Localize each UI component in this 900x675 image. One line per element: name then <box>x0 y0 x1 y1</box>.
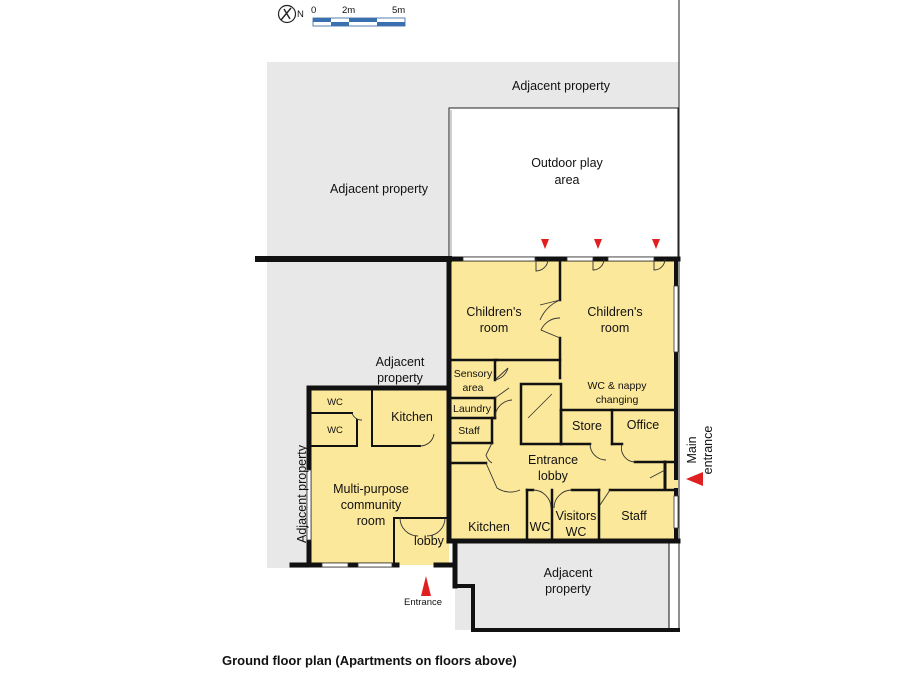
room-fills <box>309 258 678 565</box>
plan-title: Ground floor plan (Apartments on floors … <box>222 653 517 668</box>
visitors-wc-label-1: Visitors <box>556 509 597 523</box>
outdoor-door-arrow-3 <box>652 239 660 249</box>
outdoor-label-2: area <box>554 173 579 187</box>
windows <box>306 256 679 568</box>
door-swings <box>351 258 666 537</box>
outdoor-play-area <box>448 107 679 259</box>
outdoor-door-arrow-2 <box>594 239 602 249</box>
adjacent-vertical-area <box>267 388 309 568</box>
community-entrance-label: Entrance <box>404 597 442 608</box>
outdoor-door-arrow-1 <box>541 239 549 249</box>
staff-main-label: Staff <box>621 509 647 523</box>
kitchen-community-label: Kitchen <box>391 410 433 424</box>
adjacent-vertical-label: Adjacent property <box>295 444 309 543</box>
sensory-label-1: Sensory <box>454 368 493 380</box>
wc-bottom-label: WC <box>327 425 343 436</box>
childrens-room-1-label-1: Children's <box>466 305 521 319</box>
wc-top-label: WC <box>327 397 343 408</box>
wc-main-label: WC <box>530 520 551 534</box>
labels: Adjacent property Adjacent property Adja… <box>222 79 715 668</box>
adjacent-areas <box>267 62 679 630</box>
wc-nappy-label-2: changing <box>596 394 639 406</box>
childrens-room-1-label-2: room <box>480 321 508 335</box>
scale-bar: 0 2m 5m <box>311 5 406 27</box>
north-arrow-icon: N <box>277 4 304 24</box>
adjacent-top-label: Adjacent property <box>512 79 611 93</box>
entrance-lobby-label-2: lobby <box>538 469 569 483</box>
main-entrance-arrow <box>686 472 703 486</box>
visitors-wc-label-2: WC <box>566 525 587 539</box>
door-markers <box>421 239 703 596</box>
adjacent-left-label: Adjacent property <box>330 182 429 196</box>
scale-label-0: 0 <box>311 5 316 16</box>
main-entrance-label-1: Main <box>685 436 699 463</box>
scale-label-5m: 5m <box>392 5 405 16</box>
outdoor-label-1: Outdoor play <box>531 156 603 170</box>
sensory-label-2: area <box>462 382 483 394</box>
multipurpose-label-1: Multi-purpose <box>333 482 409 496</box>
adjacent-middle-label-2: property <box>377 371 424 385</box>
adjacent-middle-label-1: Adjacent <box>376 355 425 369</box>
adjacent-bottom-label-1: Adjacent <box>544 566 593 580</box>
adjacent-bottom-label-2: property <box>545 582 592 596</box>
multipurpose-label-3: room <box>357 514 385 528</box>
store-label: Store <box>572 419 602 433</box>
childrens-room-2-label-2: room <box>601 321 629 335</box>
multipurpose-label-2: community <box>341 498 402 512</box>
community-entrance-arrow <box>421 576 431 596</box>
kitchen-main-label: Kitchen <box>468 520 510 534</box>
adjacent-middle-area <box>267 258 449 388</box>
adjacent-bottom-area <box>455 541 669 630</box>
community-lobby-label: lobby <box>414 534 445 548</box>
childrens-room-2-label-1: Children's <box>587 305 642 319</box>
wc-nappy-label-1: WC & nappy <box>588 380 648 392</box>
laundry-label: Laundry <box>453 403 492 415</box>
entrance-lobby-label-1: Entrance <box>528 453 578 467</box>
scale-label-2m: 2m <box>342 5 355 16</box>
main-entrance-label-2: entrance <box>701 426 715 475</box>
office-label: Office <box>627 418 659 432</box>
north-label: N <box>297 9 304 20</box>
adjacent-top-area <box>267 62 679 258</box>
staff-small-label: Staff <box>458 425 479 437</box>
